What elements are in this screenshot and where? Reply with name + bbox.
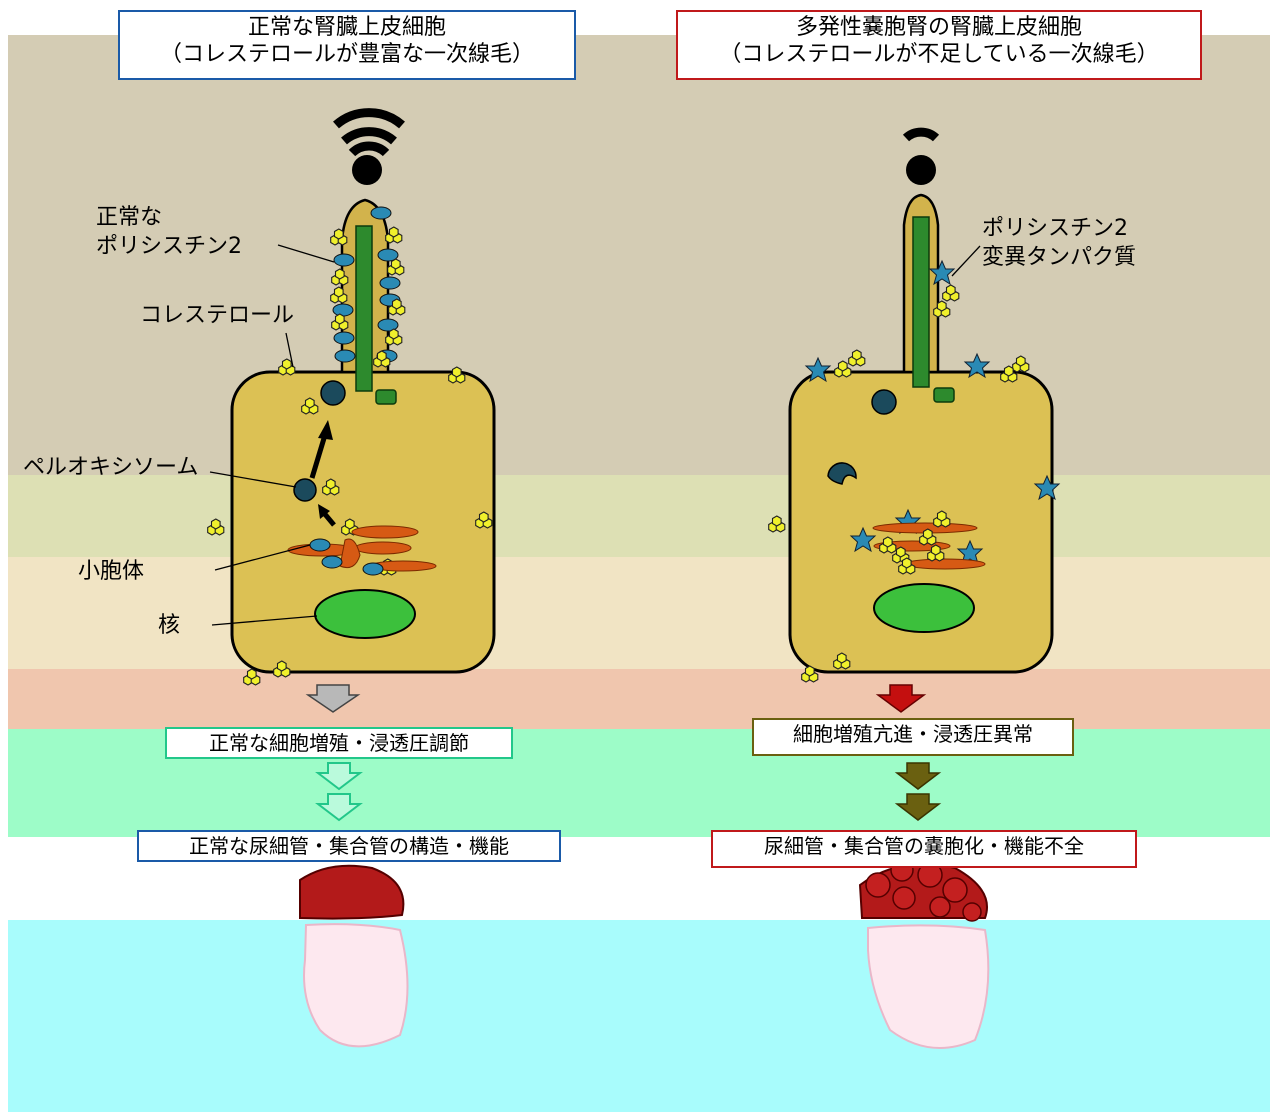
mutant-polycystin-label: ポリシスチン2 変異タンパク質 [982, 216, 1137, 270]
left-title-line1: 正常な腎臓上皮細胞 [247, 15, 446, 40]
left-arrow-1 [305, 684, 361, 713]
right-nucleus [873, 583, 975, 633]
left-kidney-lower [303, 923, 409, 1048]
background-band-cream [8, 557, 1270, 669]
left-peroxisome-top [320, 380, 346, 406]
left-cell-diagram [207, 108, 496, 1048]
right-arrow-3 [894, 793, 942, 821]
left-kidney-icon [299, 864, 405, 920]
er-label: 小胞体 [78, 559, 145, 584]
right-arrow-2 [894, 762, 942, 790]
background-band-cyan [8, 920, 1270, 1112]
right-effect-structure: 尿細管・集合管の嚢胞化・機能不全 [711, 830, 1137, 868]
left-peroxisome [293, 478, 317, 502]
right-effect-proliferation: 細胞増殖亢進・浸透圧異常 [752, 718, 1074, 756]
right-title-line1: 多発性嚢胞腎の腎臓上皮細胞 [795, 15, 1082, 40]
nucleus-label: 核 [158, 613, 181, 638]
background-band-top [8, 35, 1270, 475]
left-title-box: 正常な腎臓上皮細胞 （コレステロールが豊富な一次線毛） [118, 10, 576, 80]
right-peroxisome-top [871, 389, 897, 415]
left-nucleus [314, 589, 416, 639]
right-axoneme [912, 216, 930, 388]
right-cell-diagram [768, 127, 1060, 1049]
right-title-box: 多発性嚢胞腎の腎臓上皮細胞 （コレステロールが不足している一次線毛） [676, 10, 1202, 80]
left-transport-arrowhead-1 [318, 420, 333, 440]
left-transport-arrowhead-2 [318, 504, 330, 519]
right-title-line2: （コレステロールが不足している一次線毛） [719, 42, 1159, 67]
left-leader-lines [209, 244, 335, 626]
left-arrow-2 [315, 762, 363, 791]
cholesterol-label: コレステロール [140, 303, 295, 328]
left-title-line2: （コレステロールが豊富な一次線毛） [159, 42, 534, 67]
right-leader-line [951, 245, 981, 277]
background-band-olive [8, 475, 1270, 557]
polycystin-label: 正常な ポリシスチン2 [96, 205, 242, 259]
left-transport-arrow-2 [322, 511, 336, 527]
left-transport-arrow-1 [309, 434, 328, 479]
left-signal-dot [352, 155, 382, 185]
right-arrow-1 [875, 684, 927, 713]
left-effect-structure: 正常な尿細管・集合管の構造・機能 [137, 830, 561, 862]
left-axoneme [355, 225, 373, 392]
right-peroxisome [827, 462, 857, 485]
right-signal-icon [902, 127, 940, 142]
left-effect-proliferation: 正常な細胞増殖・浸透圧調節 [165, 727, 513, 759]
left-signal-icon [333, 108, 405, 157]
peroxisome-label: ペルオキシソーム [23, 455, 199, 480]
right-signal-dot [906, 155, 936, 185]
left-basal-body [375, 389, 397, 405]
left-arrow-3 [315, 793, 363, 822]
right-kidney-icon [858, 858, 990, 1049]
right-basal-body [933, 387, 955, 403]
